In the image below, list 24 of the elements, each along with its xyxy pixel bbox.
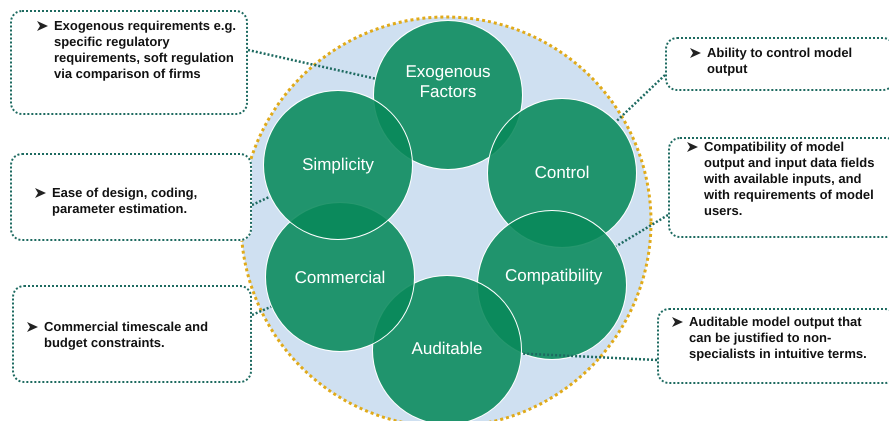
callout-box xyxy=(657,308,889,384)
callout-box xyxy=(668,137,889,238)
circle-label: Auditable xyxy=(410,339,484,359)
callout-text: Compatibility of model output and input data fields with available inputs, and with requirements of model users. xyxy=(704,139,876,219)
circle-label: Commercial xyxy=(294,268,386,288)
callout-box xyxy=(10,153,252,241)
callout-box xyxy=(12,285,252,383)
callout-text: Exogenous requirements e.g. specific regulatory requirements, soft regulation via comparison of firms xyxy=(54,18,238,82)
callout-box xyxy=(10,10,248,115)
circle-label: Control xyxy=(534,163,590,183)
callout-text: Commercial timescale and budget constraints. xyxy=(44,319,210,351)
leader-line xyxy=(522,352,658,362)
leader-line xyxy=(615,74,666,122)
leader-line xyxy=(252,306,272,316)
callout-box xyxy=(665,37,889,91)
callout-text: Ease of design, coding, parameter estimation. xyxy=(52,185,198,217)
callout-text: Auditable model output that can be justified to non-specialists in intuitive terms. xyxy=(689,314,868,362)
circle-label: Exogenous Factors xyxy=(404,62,492,102)
leader-line xyxy=(616,214,669,248)
circle-label: Compatibility xyxy=(504,266,604,286)
leader-line xyxy=(251,196,271,206)
leader-line xyxy=(248,48,376,80)
callout-text: Ability to control model output xyxy=(707,45,854,77)
circle-label: Simplicity xyxy=(301,155,375,175)
